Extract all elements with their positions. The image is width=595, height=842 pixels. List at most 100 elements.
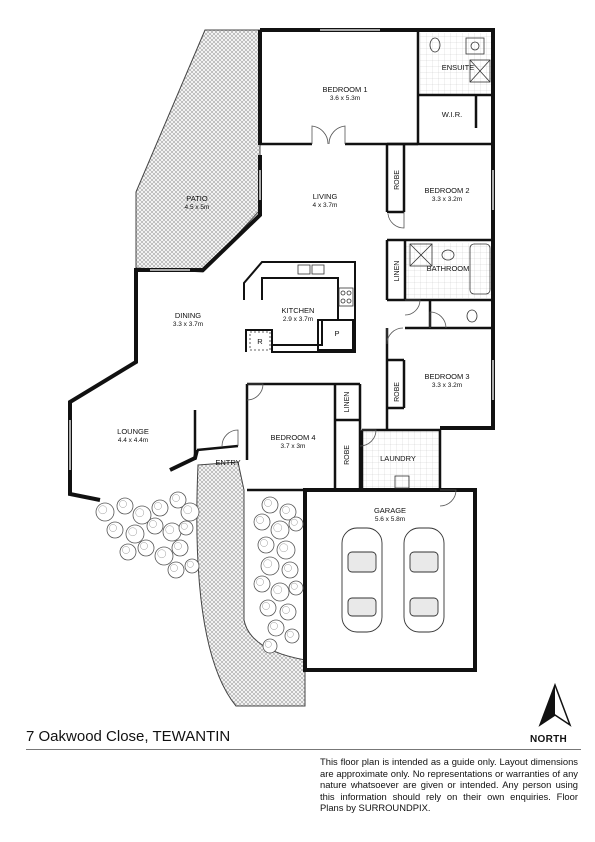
svg-text:BEDROOM 2: BEDROOM 2 bbox=[424, 186, 469, 195]
tree-icon bbox=[162, 522, 182, 542]
tree-icon bbox=[276, 540, 296, 560]
tree-icon bbox=[119, 543, 137, 561]
tree-icon bbox=[169, 491, 187, 509]
tree-icon bbox=[165, 525, 175, 535]
tree-icon bbox=[279, 503, 297, 521]
tree-icon bbox=[286, 630, 294, 638]
room-linen-hall: LINEN bbox=[394, 261, 401, 282]
fridge-label: R bbox=[257, 337, 263, 346]
room-kitchen: KITCHEN 2.9 x 3.7m bbox=[282, 306, 315, 323]
garden-trees-left bbox=[95, 491, 200, 579]
tree-icon bbox=[170, 564, 178, 572]
tree-icon bbox=[180, 522, 188, 530]
tree-icon bbox=[154, 502, 162, 510]
laundry-floor bbox=[362, 430, 440, 488]
tree-icon bbox=[290, 582, 298, 590]
pantry-label: P bbox=[334, 329, 339, 338]
ensuite-floor bbox=[420, 33, 493, 95]
tree-icon bbox=[282, 506, 290, 514]
tree-icon bbox=[281, 561, 299, 579]
tree-icon bbox=[116, 497, 134, 515]
tree-icon bbox=[270, 582, 290, 602]
room-entry: ENTRY bbox=[215, 458, 240, 467]
room-wir: W.I.R. bbox=[442, 110, 462, 119]
svg-text:2.9 x 3.7m: 2.9 x 3.7m bbox=[283, 316, 313, 323]
tree-icon bbox=[146, 517, 164, 535]
disclaimer-text: This floor plan is intended as a guide o… bbox=[320, 756, 578, 814]
tree-icon bbox=[109, 524, 117, 532]
tree-icon bbox=[284, 564, 292, 572]
svg-text:3.6 x 5.3m: 3.6 x 5.3m bbox=[330, 95, 360, 102]
tree-icon bbox=[270, 622, 278, 630]
car-right bbox=[403, 527, 445, 633]
bathroom-floor bbox=[406, 243, 492, 298]
tree-icon bbox=[282, 606, 290, 614]
tree-icon bbox=[154, 546, 174, 566]
tree-icon bbox=[151, 499, 169, 517]
tree-icon bbox=[128, 527, 138, 537]
tree-icon bbox=[119, 500, 127, 508]
tree-icon bbox=[284, 628, 300, 644]
tree-icon bbox=[267, 619, 285, 637]
interior-walls bbox=[193, 30, 493, 492]
room-bathroom: BATHROOM bbox=[427, 264, 470, 273]
tree-icon bbox=[260, 556, 280, 576]
tree-icon bbox=[263, 559, 273, 569]
room-lounge: LOUNGE 4.4 x 4.4m bbox=[117, 427, 149, 444]
ensuite-fixtures bbox=[429, 37, 491, 83]
fridge-space bbox=[249, 331, 271, 351]
room-living: LIVING 4 x 3.7m bbox=[313, 192, 338, 209]
tree-icon bbox=[264, 499, 272, 507]
tree-icon bbox=[273, 585, 283, 595]
svg-text:3.7 x 3m: 3.7 x 3m bbox=[281, 443, 306, 450]
room-robe-bedroom4: ROBE bbox=[344, 445, 351, 465]
room-bedroom1: BEDROOM 1 3.6 x 5.3m bbox=[322, 85, 367, 102]
svg-text:BEDROOM 4: BEDROOM 4 bbox=[270, 433, 315, 442]
driveway-curve bbox=[196, 461, 306, 707]
doors bbox=[221, 125, 457, 507]
tree-icon bbox=[106, 521, 124, 539]
tree-icon bbox=[137, 539, 155, 557]
kitchen-bench bbox=[243, 261, 356, 353]
svg-text:4.4 x 4.4m: 4.4 x 4.4m bbox=[118, 437, 148, 444]
north-arrow-icon bbox=[538, 682, 572, 727]
tree-icon bbox=[178, 520, 194, 536]
svg-text:KITCHEN: KITCHEN bbox=[282, 306, 315, 315]
room-robe-bedroom2: ROBE bbox=[394, 170, 401, 190]
svg-text:BEDROOM 1: BEDROOM 1 bbox=[322, 85, 367, 94]
tree-icon bbox=[98, 505, 108, 515]
room-bedroom3: BEDROOM 3 3.3 x 3.2m bbox=[424, 372, 469, 389]
svg-text:BEDROOM 3: BEDROOM 3 bbox=[424, 372, 469, 381]
laundry-tub bbox=[394, 475, 410, 489]
tree-icon bbox=[270, 520, 290, 540]
tree-icon bbox=[253, 513, 271, 531]
property-address: 7 Oakwood Close, TEWANTIN bbox=[26, 728, 231, 745]
tree-icon bbox=[264, 640, 272, 648]
tree-icon bbox=[256, 578, 264, 586]
room-laundry: LAUNDRY bbox=[380, 454, 416, 463]
tree-icon bbox=[140, 542, 148, 550]
tree-icon bbox=[183, 505, 193, 515]
room-dining: DINING 3.3 x 3.7m bbox=[173, 311, 203, 328]
tree-icon bbox=[288, 580, 304, 596]
tree-icon bbox=[259, 599, 277, 617]
tree-icon bbox=[184, 558, 200, 574]
tree-icon bbox=[157, 549, 167, 559]
tree-icon bbox=[260, 539, 268, 547]
svg-text:3.3 x 3.2m: 3.3 x 3.2m bbox=[432, 382, 462, 389]
tree-icon bbox=[279, 543, 289, 553]
tree-icon bbox=[180, 502, 200, 522]
svg-text:LIVING: LIVING bbox=[313, 192, 338, 201]
tree-icon bbox=[253, 575, 271, 593]
tree-icon bbox=[261, 496, 279, 514]
svg-text:GARAGE: GARAGE bbox=[374, 506, 406, 515]
svg-text:3.3 x 3.2m: 3.3 x 3.2m bbox=[432, 196, 462, 203]
tree-icon bbox=[290, 518, 298, 526]
room-ensuite: ENSUITE bbox=[442, 63, 475, 72]
room-bedroom2: BEDROOM 2 3.3 x 3.2m bbox=[424, 186, 469, 203]
north-label: NORTH bbox=[530, 734, 568, 745]
svg-text:5.6 x 5.8m: 5.6 x 5.8m bbox=[375, 516, 405, 523]
tree-icon bbox=[257, 536, 275, 554]
tree-icon bbox=[256, 516, 264, 524]
